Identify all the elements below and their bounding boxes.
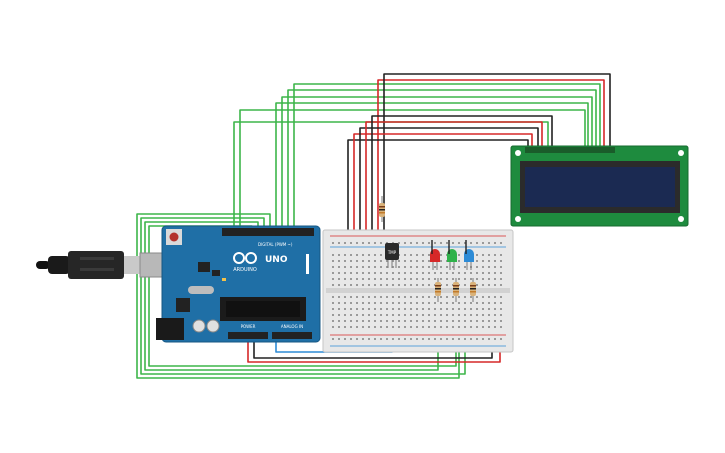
arduino-logo-icon (233, 252, 257, 264)
digital-header (222, 228, 314, 236)
wire-red-bb-lcd-2[interactable] (365, 121, 543, 238)
wire-green-lcd-4[interactable] (281, 96, 593, 231)
wire-red-lcd-power[interactable] (377, 79, 605, 240)
wire-black-bb-lcd-3[interactable] (371, 115, 553, 238)
wire-green-lcd-3[interactable] (275, 102, 589, 231)
small-chip (198, 262, 210, 272)
status-led (222, 278, 226, 281)
icsp-header (306, 254, 309, 274)
arduino-model-label: UNO (265, 255, 288, 265)
wire-green-lcd-1[interactable] (233, 121, 549, 231)
resistor-led-blue[interactable] (470, 278, 476, 302)
resistor-led-green[interactable] (453, 278, 459, 302)
wire-green-lcd-2[interactable] (239, 109, 586, 231)
crystal (188, 286, 214, 294)
lcd-display[interactable] (510, 145, 689, 227)
wire-green-loop-2[interactable] (140, 217, 466, 375)
temperature-sensor[interactable]: TMP (385, 243, 399, 268)
arduino-brand-label: ARDUINO (233, 267, 257, 273)
usb-cable (36, 251, 167, 279)
wire-black-bb-lcd-2[interactable] (359, 127, 539, 238)
tiny-chip (212, 270, 220, 276)
arduino-uno-board[interactable]: ARDUINO UNO DIGITAL (PWM ~) POWER ANALOG… (156, 225, 321, 343)
power-jack (156, 318, 184, 340)
power-pins-label: POWER (241, 324, 256, 329)
wire-black-lcd-gnd[interactable] (383, 73, 611, 240)
regulator (176, 298, 190, 312)
wire-red-bb-lcd-1[interactable] (353, 133, 533, 238)
analog-pins-label: ANALOG IN (281, 324, 303, 329)
wire-green-lcd-6[interactable] (293, 83, 601, 231)
wire-green-lcd-5[interactable] (287, 89, 597, 231)
analog-header (272, 332, 312, 339)
resistor-sensor[interactable] (379, 196, 385, 222)
lcd-screen (525, 167, 675, 207)
wire-green-loop-1[interactable] (136, 213, 460, 379)
capacitor-2 (206, 319, 220, 333)
resistor-led-red[interactable] (435, 278, 441, 302)
wire-black-bb-lcd-1[interactable] (347, 139, 529, 238)
digital-pins-label: DIGITAL (PWM ~) (258, 242, 293, 247)
capacitor-1 (192, 319, 206, 333)
breadboard[interactable] (322, 229, 514, 353)
power-header (228, 332, 268, 339)
sensor-label: TMP (387, 250, 397, 255)
